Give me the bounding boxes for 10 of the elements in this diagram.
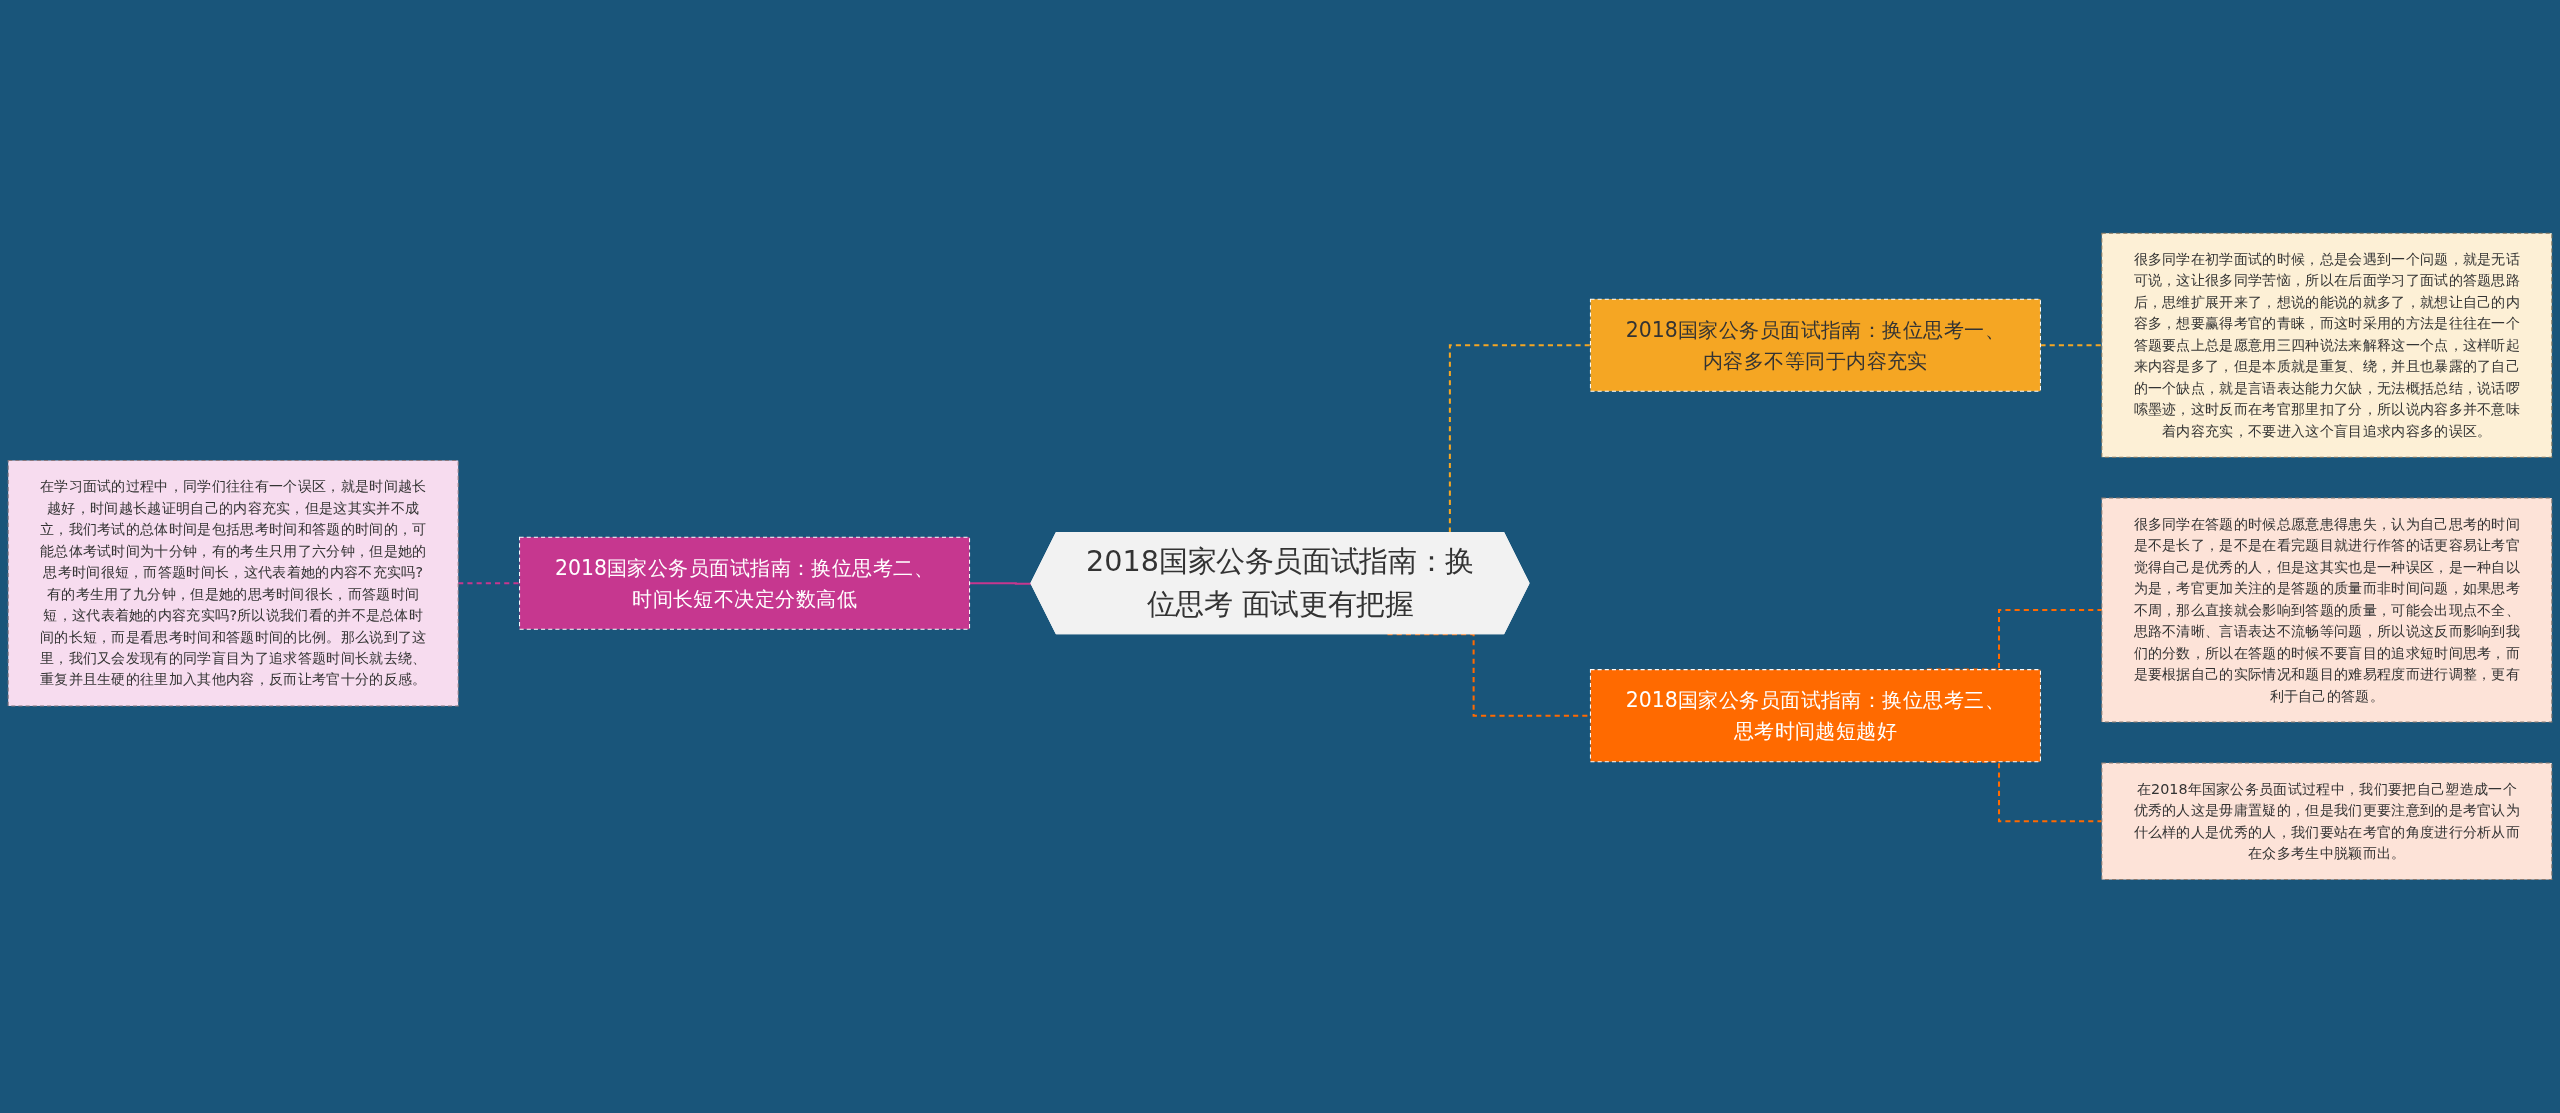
node-box: 很多同学在答题的时候总愿意患得患失，认为自己思考的时间是不是长了，是不是在看完题目就进行作答的话更容易让考官觉得自己是优秀的人，但是这其实也是一种误区，是一种自以为是，考官更加关注的是答题的质量而非时间问题，如果思考不周，那么直接就会影响到答题的质量，可能会出现点不全、思路不清晰、言语表达不流畅等问题，所以说这反而影响到我们的分数，所以在答题的时候不要盲目的追求短时间思考，而是要根据自己的实际情况和题目的难易程度而进行调整，更有利于自己的答题。 bbox=[2101, 497, 2553, 723]
node-box: 在学习面试的过程中，同学们往往有一个误区，就是时间越长越好，时间越长越证明自己的内容充实，但是这其实并不成立，我们考试的总体时间是包括思考时间和答题的时间的，可能总体考试时间为十分钟，有的考生只用了六分钟，但是她的思考时间很短，而答题时间长，这代表着她的内容不充实吗?有的考生用了九分钟，但是她的思考时间很长，而答题时间短，这代表着她的内容充实吗?所以说我们看的并不是总体时间的长短，而是看思考时间和答题时间的比例。那么说到了这里，我们又会发现有的同学盲目为了追求答题时间长就去绕、重复并且生硬的往里加入其他内容，反而让考官十分的反感。 bbox=[7, 460, 459, 707]
node-box: 在2018年国家公务员面试过程中，我们要把自己塑造成一个优秀的人这是毋庸置疑的，但是我们更要注意到的是考官认为什么样的人是优秀的人，我们要站在考官的角度进行分析从而在众多考生中脱颖而出。 bbox=[2101, 762, 2553, 881]
connector bbox=[969, 582, 1032, 585]
node-box: 很多同学在初学面试的时候，总是会遇到一个问题，就是无话可说，这让很多同学苦恼，所以在后面学习了面试的答题思路后，思维扩展开来了，想说的能说的就多了，就想让自己的内容多，想要赢得考官的青睐，而这时采用的方法是往往在一个答题要点上总是愿意用三四种说法来解释这一个点，这样听起来内容是多了，但是本质就是重复、绕，并且也暴露的了自己的一个缺点，就是言语表达能力欠缺，无法概括总结，说话啰嗦墨迹，这时反而在考官那里扣了分，所以说内容多并不意味着内容充实，不要进入这个盲目追求内容多的误区。 bbox=[2101, 232, 2553, 458]
connector bbox=[458, 582, 520, 585]
node-box: 2018国家公务员面试指南：换位思考一、内容多不等同于内容充实 bbox=[1589, 298, 2041, 392]
node-box: 2018国家公务员面试指南：换位思考二、时间长短不决定分数高低 bbox=[519, 536, 971, 630]
node-box: 2018国家公务员面试指南：换位思考三、思考时间越短越好 bbox=[1589, 669, 2041, 763]
connector bbox=[2040, 344, 2102, 347]
